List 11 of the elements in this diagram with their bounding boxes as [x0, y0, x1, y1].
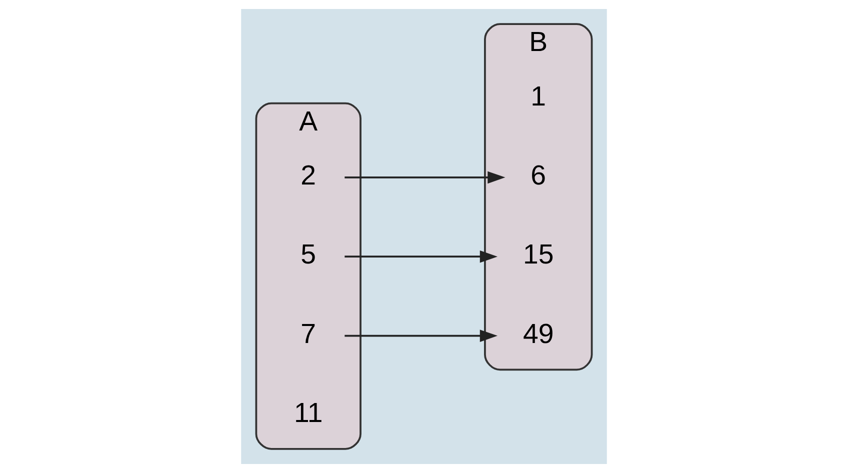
node-text: 11: [294, 396, 322, 428]
node-text: 2: [300, 158, 316, 190]
arrow: [344, 170, 505, 184]
node-text: 49: [522, 317, 554, 348]
node-text: 7: [300, 317, 316, 348]
arrow: [344, 250, 498, 262]
node-text: 5: [300, 238, 316, 270]
node-text: 6: [530, 158, 546, 190]
arrow: [344, 329, 498, 342]
node-text: 1: [530, 80, 546, 111]
node-text: 15: [522, 238, 554, 270]
